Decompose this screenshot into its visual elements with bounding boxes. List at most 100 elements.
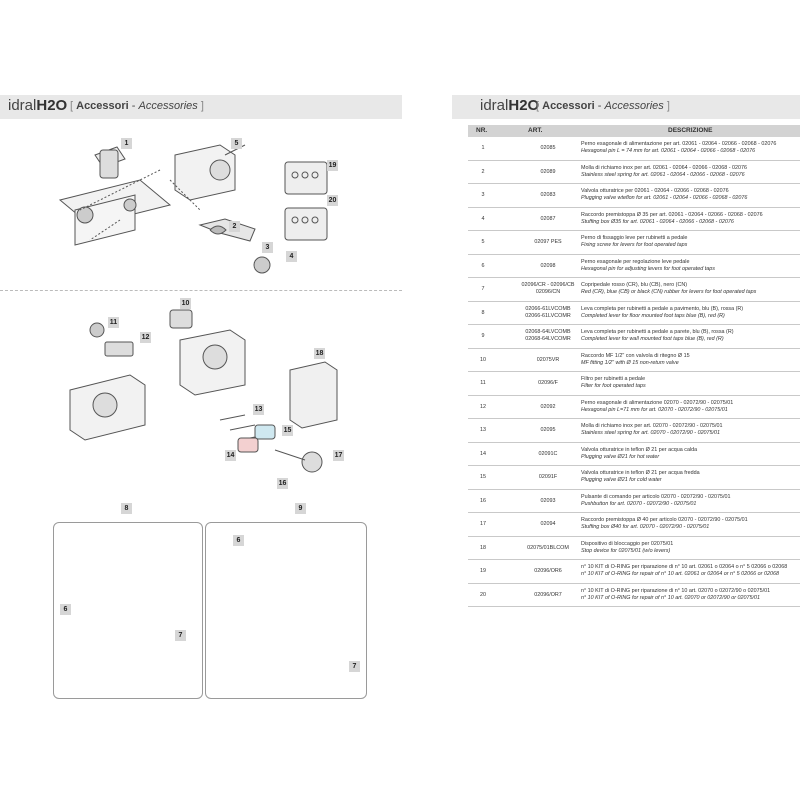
article-code: 02096/CR - 02096/CB xyxy=(521,282,575,288)
description-it: Leva completa per rubinetti a pedale a p… xyxy=(581,329,734,335)
article-code: 02066-61LVCOMR xyxy=(525,312,571,319)
description-it: Copripedale rosso (CR), blu (CB), nero (… xyxy=(581,282,688,288)
cell-nr: 20 xyxy=(480,591,486,598)
cell-art: 02083 xyxy=(498,192,598,199)
cell-nr: 3 xyxy=(481,192,485,198)
article-code: 02098 xyxy=(540,262,556,269)
description-en: MF fitting 1/2" with Ø 15 non-return val… xyxy=(581,359,679,366)
cell-art: 02096/F xyxy=(498,380,598,387)
cell-art: 02091C xyxy=(498,451,598,458)
article-code: 02097 PES xyxy=(534,239,562,245)
description-it: Molla di richiamo inox per art. 02070 - … xyxy=(581,423,723,429)
cell-art: 02091F xyxy=(498,474,598,481)
description-it: Leva completa per rubinetti a pedale a p… xyxy=(581,305,744,312)
cell-description: n° 10 KIT di O-RING per riparazione di n… xyxy=(581,564,800,578)
table-row: 20 02096/OR7 n° 10 KIT di O-RING per ripar… xyxy=(468,584,800,607)
callout-9: 9 xyxy=(295,503,306,514)
description-it: Valvola otturatrice in teflon Ø 21 per a… xyxy=(581,470,700,476)
description-en: Plugging valve Ø21 for cold water xyxy=(581,477,662,483)
description-en: Red (CR), blue (CB) or black (CN) rubber… xyxy=(581,289,757,295)
col-header-nr: NR. xyxy=(476,127,488,134)
article-code: 02096/OR7 xyxy=(534,591,562,598)
description-en: n° 10 KIT of O-RING for repair of n° 10 … xyxy=(581,594,761,601)
callout-6-wall: 6 xyxy=(233,535,244,546)
section-title: [ Accessori - Accessories ] xyxy=(70,100,204,112)
description-it: Perno esagonale di alimentazione per art… xyxy=(581,141,777,147)
upper-tap-body-drawing xyxy=(58,144,328,274)
cell-description: n° 10 KIT di O-RING per riparazione di n… xyxy=(581,588,800,602)
cell-nr: 4 xyxy=(481,215,485,222)
article-code: 02095 xyxy=(540,427,556,433)
cell-art: 02093 xyxy=(498,498,598,505)
cell-art: 02097 PES xyxy=(498,239,598,246)
right-header-bar: idralH2O [ Accessori - Accessories ] xyxy=(452,95,800,119)
cell-description: Pulsante di comando per articolo 02070 -… xyxy=(581,494,800,508)
cell-description: Perno di fissaggio leve per rubinetti a … xyxy=(581,235,800,249)
callout-1: 1 xyxy=(121,138,132,149)
cell-art: 02095 xyxy=(498,427,598,434)
cell-art: 02094 xyxy=(498,521,598,528)
cell-nr: 12 xyxy=(480,403,486,410)
left-header-bar: idralH2O [ Accessori - Accessories ] xyxy=(0,95,402,119)
article-code: 02068-64LVCOMR xyxy=(525,336,571,342)
cell-description: Molla di richiamo inox per art. 02061 - … xyxy=(581,165,800,179)
callout-17: 17 xyxy=(333,450,344,461)
article-code: 02092 xyxy=(540,403,556,410)
cell-nr: 8 xyxy=(481,309,485,316)
cell-art: 02092 xyxy=(498,404,598,411)
article-code: 02075VR xyxy=(536,356,560,363)
brand-logo: idralH2O xyxy=(8,97,68,114)
article-code: 02075/01BLCOM xyxy=(527,544,569,551)
callout-13: 13 xyxy=(253,404,264,415)
cell-art: 02098 xyxy=(498,263,598,270)
article-code: 02066-61LVCOMB xyxy=(525,305,571,312)
description-it: Filtro per rubinetti a pedale xyxy=(581,376,646,382)
callout-3: 3 xyxy=(262,242,273,253)
cell-description: Valvola otturatrice in teflon Ø 21 per a… xyxy=(581,470,800,484)
description-en: Stop device for 02075/01 (w/o levers) xyxy=(581,547,671,554)
cell-description: Molla di richiamo inox per art. 02070 - … xyxy=(581,423,800,437)
cell-nr: 5 xyxy=(481,239,485,245)
description-en: Filter for foot operated taps xyxy=(581,383,646,389)
cell-nr: 9 xyxy=(481,333,485,339)
article-code: 02091C xyxy=(538,450,558,457)
article-code: 02096/OR6 xyxy=(534,568,562,574)
cell-description: Valvola otturatrice in teflon Ø 21 per a… xyxy=(581,447,800,461)
description-it: Raccordo MF 1/2" con valvola di ritegno … xyxy=(581,352,690,359)
description-it: Dispositivo di bloccaggio per 02075/01 xyxy=(581,540,674,547)
article-code: 02093 xyxy=(540,497,556,504)
description-en: Hexagonal pin for adjusting levers for f… xyxy=(581,265,715,272)
cell-description: Copripedale rosso (CR), blu (CB), nero (… xyxy=(581,282,800,296)
cell-art: 02089 xyxy=(498,169,598,176)
cell-nr: 17 xyxy=(480,521,486,527)
article-code: 02068-64LVCOMB xyxy=(525,329,571,335)
description-it: n° 10 KIT di O-RING per riparazione di n… xyxy=(581,587,771,594)
callout-8: 8 xyxy=(121,503,132,514)
floor-lever-box xyxy=(53,522,203,699)
description-en: Pushbutton for art. 02070 - 02072/90 - 0… xyxy=(581,500,697,507)
cell-art: 02096/OR7 xyxy=(498,592,598,599)
callout-19: 19 xyxy=(327,160,338,171)
cell-description: Valvola otturatrice per 02061 - 02064 - … xyxy=(581,188,800,202)
cell-nr: 7 xyxy=(481,286,485,292)
callout-6-floor: 6 xyxy=(60,604,71,615)
cell-description: Raccordo premistoppa Ø 40 per articolo 0… xyxy=(581,517,800,531)
brand-logo: idralH2O xyxy=(480,97,540,114)
callout-12: 12 xyxy=(140,332,151,343)
cell-description: Perno esagonale di alimentazione per art… xyxy=(581,141,800,155)
